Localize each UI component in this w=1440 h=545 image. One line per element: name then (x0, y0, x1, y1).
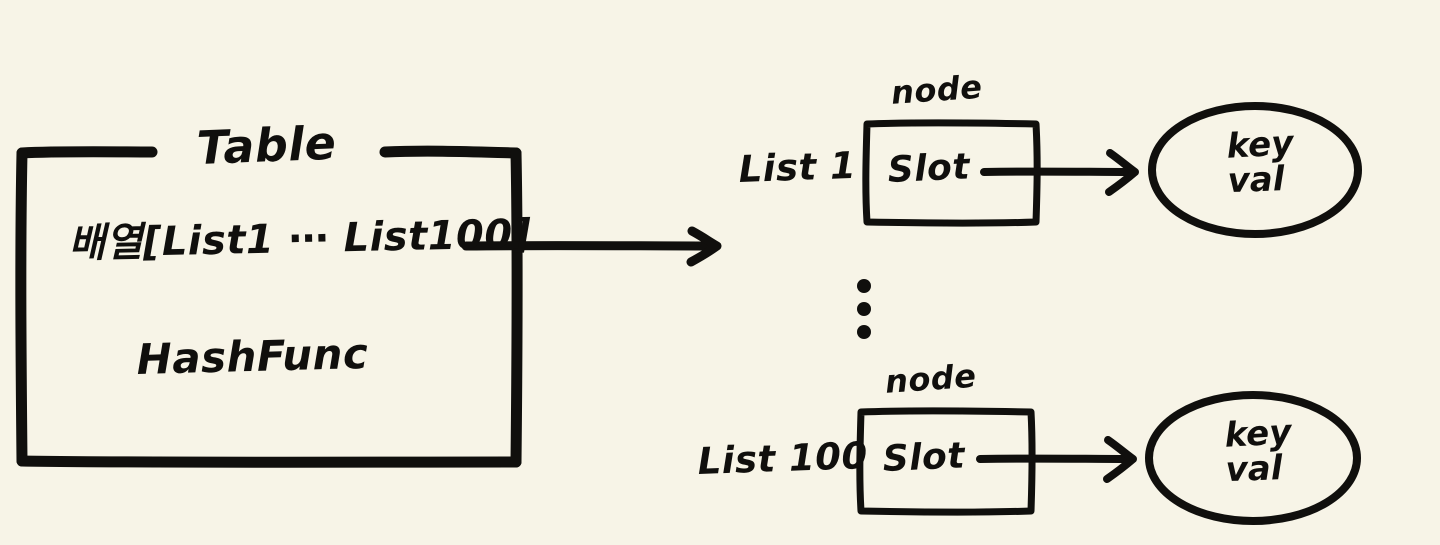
node-label-100: node (883, 356, 978, 401)
array-label: 배열[List1 ⋯ List100] (67, 211, 532, 267)
hash-function-label: HashFunc (135, 328, 369, 384)
list-label-100: List 100 (696, 434, 869, 483)
entry-ellipse-top (1148, 102, 1362, 238)
arrow-right-icon-bottom (976, 436, 1137, 483)
table-title: Table (195, 115, 338, 175)
entry-ellipse-bottom (1145, 391, 1361, 525)
arrow-right-icon-top (980, 149, 1139, 196)
slot-label-1: Slot (886, 146, 971, 191)
entry-val-label-100: val (1224, 447, 1284, 490)
entry-kv-labels-1: key val (1205, 123, 1315, 201)
slot-label-100: Slot (881, 435, 966, 480)
list-label-1: List 1 (737, 143, 857, 191)
vertical-ellipsis-icon (857, 279, 871, 339)
node-box-bottom (856, 407, 1036, 516)
arrow-right-icon-main (461, 226, 722, 267)
entry-kv-labels-100: key val (1203, 412, 1313, 490)
entry-val-label-1: val (1226, 158, 1286, 201)
node-label-1: node (889, 67, 984, 112)
table-container-outline (15, 145, 523, 468)
node-box-top (862, 119, 1041, 227)
